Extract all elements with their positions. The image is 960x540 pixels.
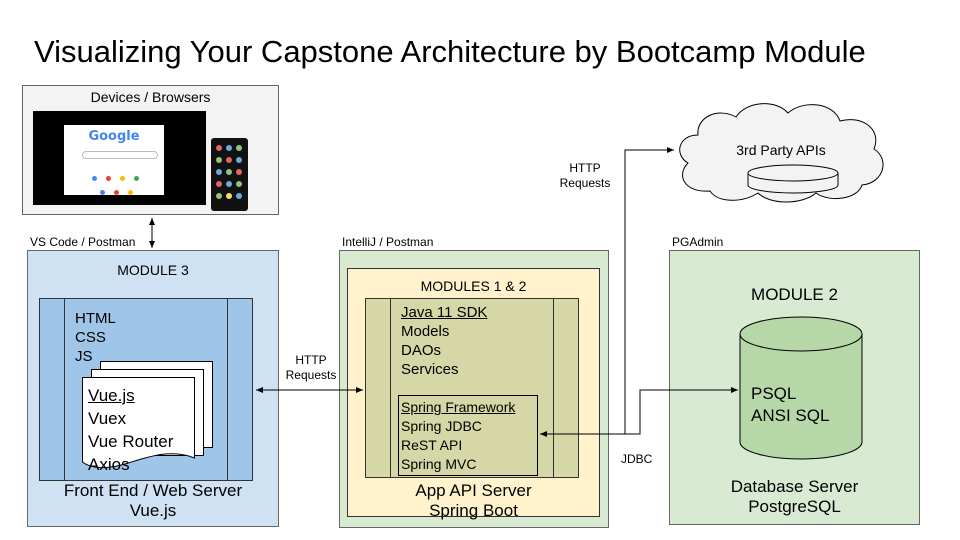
api-to-database-arrow (540, 387, 738, 437)
spring-tech-item: Spring Framework (401, 399, 516, 415)
devices-title: Devices / Browsers (90, 89, 211, 105)
connection-label-line: Requests (559, 176, 611, 190)
cloud-icon (679, 103, 884, 203)
connection-label-line: Requests (285, 368, 337, 382)
modules12-footer-line: App API Server (415, 481, 532, 500)
spring-tech-item: ReST API (401, 437, 463, 453)
vue-tech-item: Vue.js (88, 386, 135, 405)
spring-tech-item: Spring JDBC (401, 418, 482, 434)
shortcut-icons-row2 (100, 182, 140, 195)
modules12-footer: App API Server Spring Boot (347, 481, 600, 521)
spring-tech-item: Spring MVC (401, 456, 477, 472)
module2-footer: Database Server PostgreSQL (669, 477, 920, 517)
module3-tool-label: VS Code / Postman (30, 235, 136, 249)
module3-panel-right-rail (227, 298, 253, 481)
db-tech-item: PSQL (751, 384, 797, 403)
spring-panel (398, 395, 538, 476)
vue-tech-item: Vuex (88, 409, 127, 428)
third-party-label: 3rd Party APIs (736, 142, 826, 158)
web-tech-list: HTML CSS JS (75, 309, 116, 366)
web-tech-item: CSS (75, 329, 106, 346)
phone-image (211, 138, 248, 211)
spring-tech-list: Spring Framework Spring JDBC ReST API Sp… (401, 398, 515, 474)
vue-tech-item: Vue Router (88, 432, 174, 451)
vue-tech-list: Vue.js Vuex Vue Router Axios (88, 384, 173, 476)
module2-footer-line: Database Server (730, 477, 859, 496)
java-tech-list: Java 11 SDK Models DAOs Services (401, 303, 487, 379)
modules12-tool-label: IntelliJ / Postman (342, 235, 434, 249)
module3-footer-line: Front End / Web Server (63, 481, 243, 500)
java-tech-item: Java 11 SDK (401, 304, 488, 321)
db-tech-list: PSQL ANSI SQL (751, 383, 829, 427)
search-bar-image (82, 151, 158, 159)
module2-heading: MODULE 2 (751, 285, 838, 304)
modules12-heading: MODULES 1 & 2 (420, 278, 527, 294)
java-panel-left-rail (365, 298, 391, 478)
module3-heading: MODULE 3 (117, 262, 189, 278)
database-cylinder-icon (739, 316, 863, 460)
page-title: Visualizing Your Capstone Architecture b… (34, 34, 866, 69)
api-to-third-party-label: HTTP Requests (546, 161, 624, 191)
module3-panel-left-rail (39, 298, 65, 481)
module3-footer: Front End / Web Server Vue.js (27, 481, 279, 521)
api-to-third-party-arrow (624, 147, 674, 434)
web-tech-item: JS (75, 348, 93, 365)
vue-tech-item: Axios (88, 455, 130, 474)
db-tech-item: ANSI SQL (751, 406, 830, 425)
java-tech-item: Models (401, 323, 450, 340)
module3-footer-line: Vue.js (129, 501, 177, 520)
connection-label-line: HTTP (295, 353, 327, 367)
module2-tool-label: PGAdmin (672, 235, 724, 249)
vue-document-stack-icon (82, 361, 213, 469)
web-tech-item: HTML (75, 310, 116, 327)
browser-window-image (64, 125, 164, 195)
jdbc-label: JDBC (621, 452, 653, 466)
shortcut-icons (92, 168, 148, 181)
google-logo: Google (88, 129, 140, 144)
phone-apps-icon (216, 145, 242, 199)
connection-label-line: HTTP (569, 161, 601, 175)
java-tech-item: DAOs (401, 342, 442, 359)
modules12-footer-line: Spring Boot (429, 501, 518, 520)
module2-footer-line: PostgreSQL (748, 497, 841, 516)
frontend-to-api-label: HTTP Requests (258, 353, 364, 383)
java-tech-item: Services (401, 361, 459, 378)
